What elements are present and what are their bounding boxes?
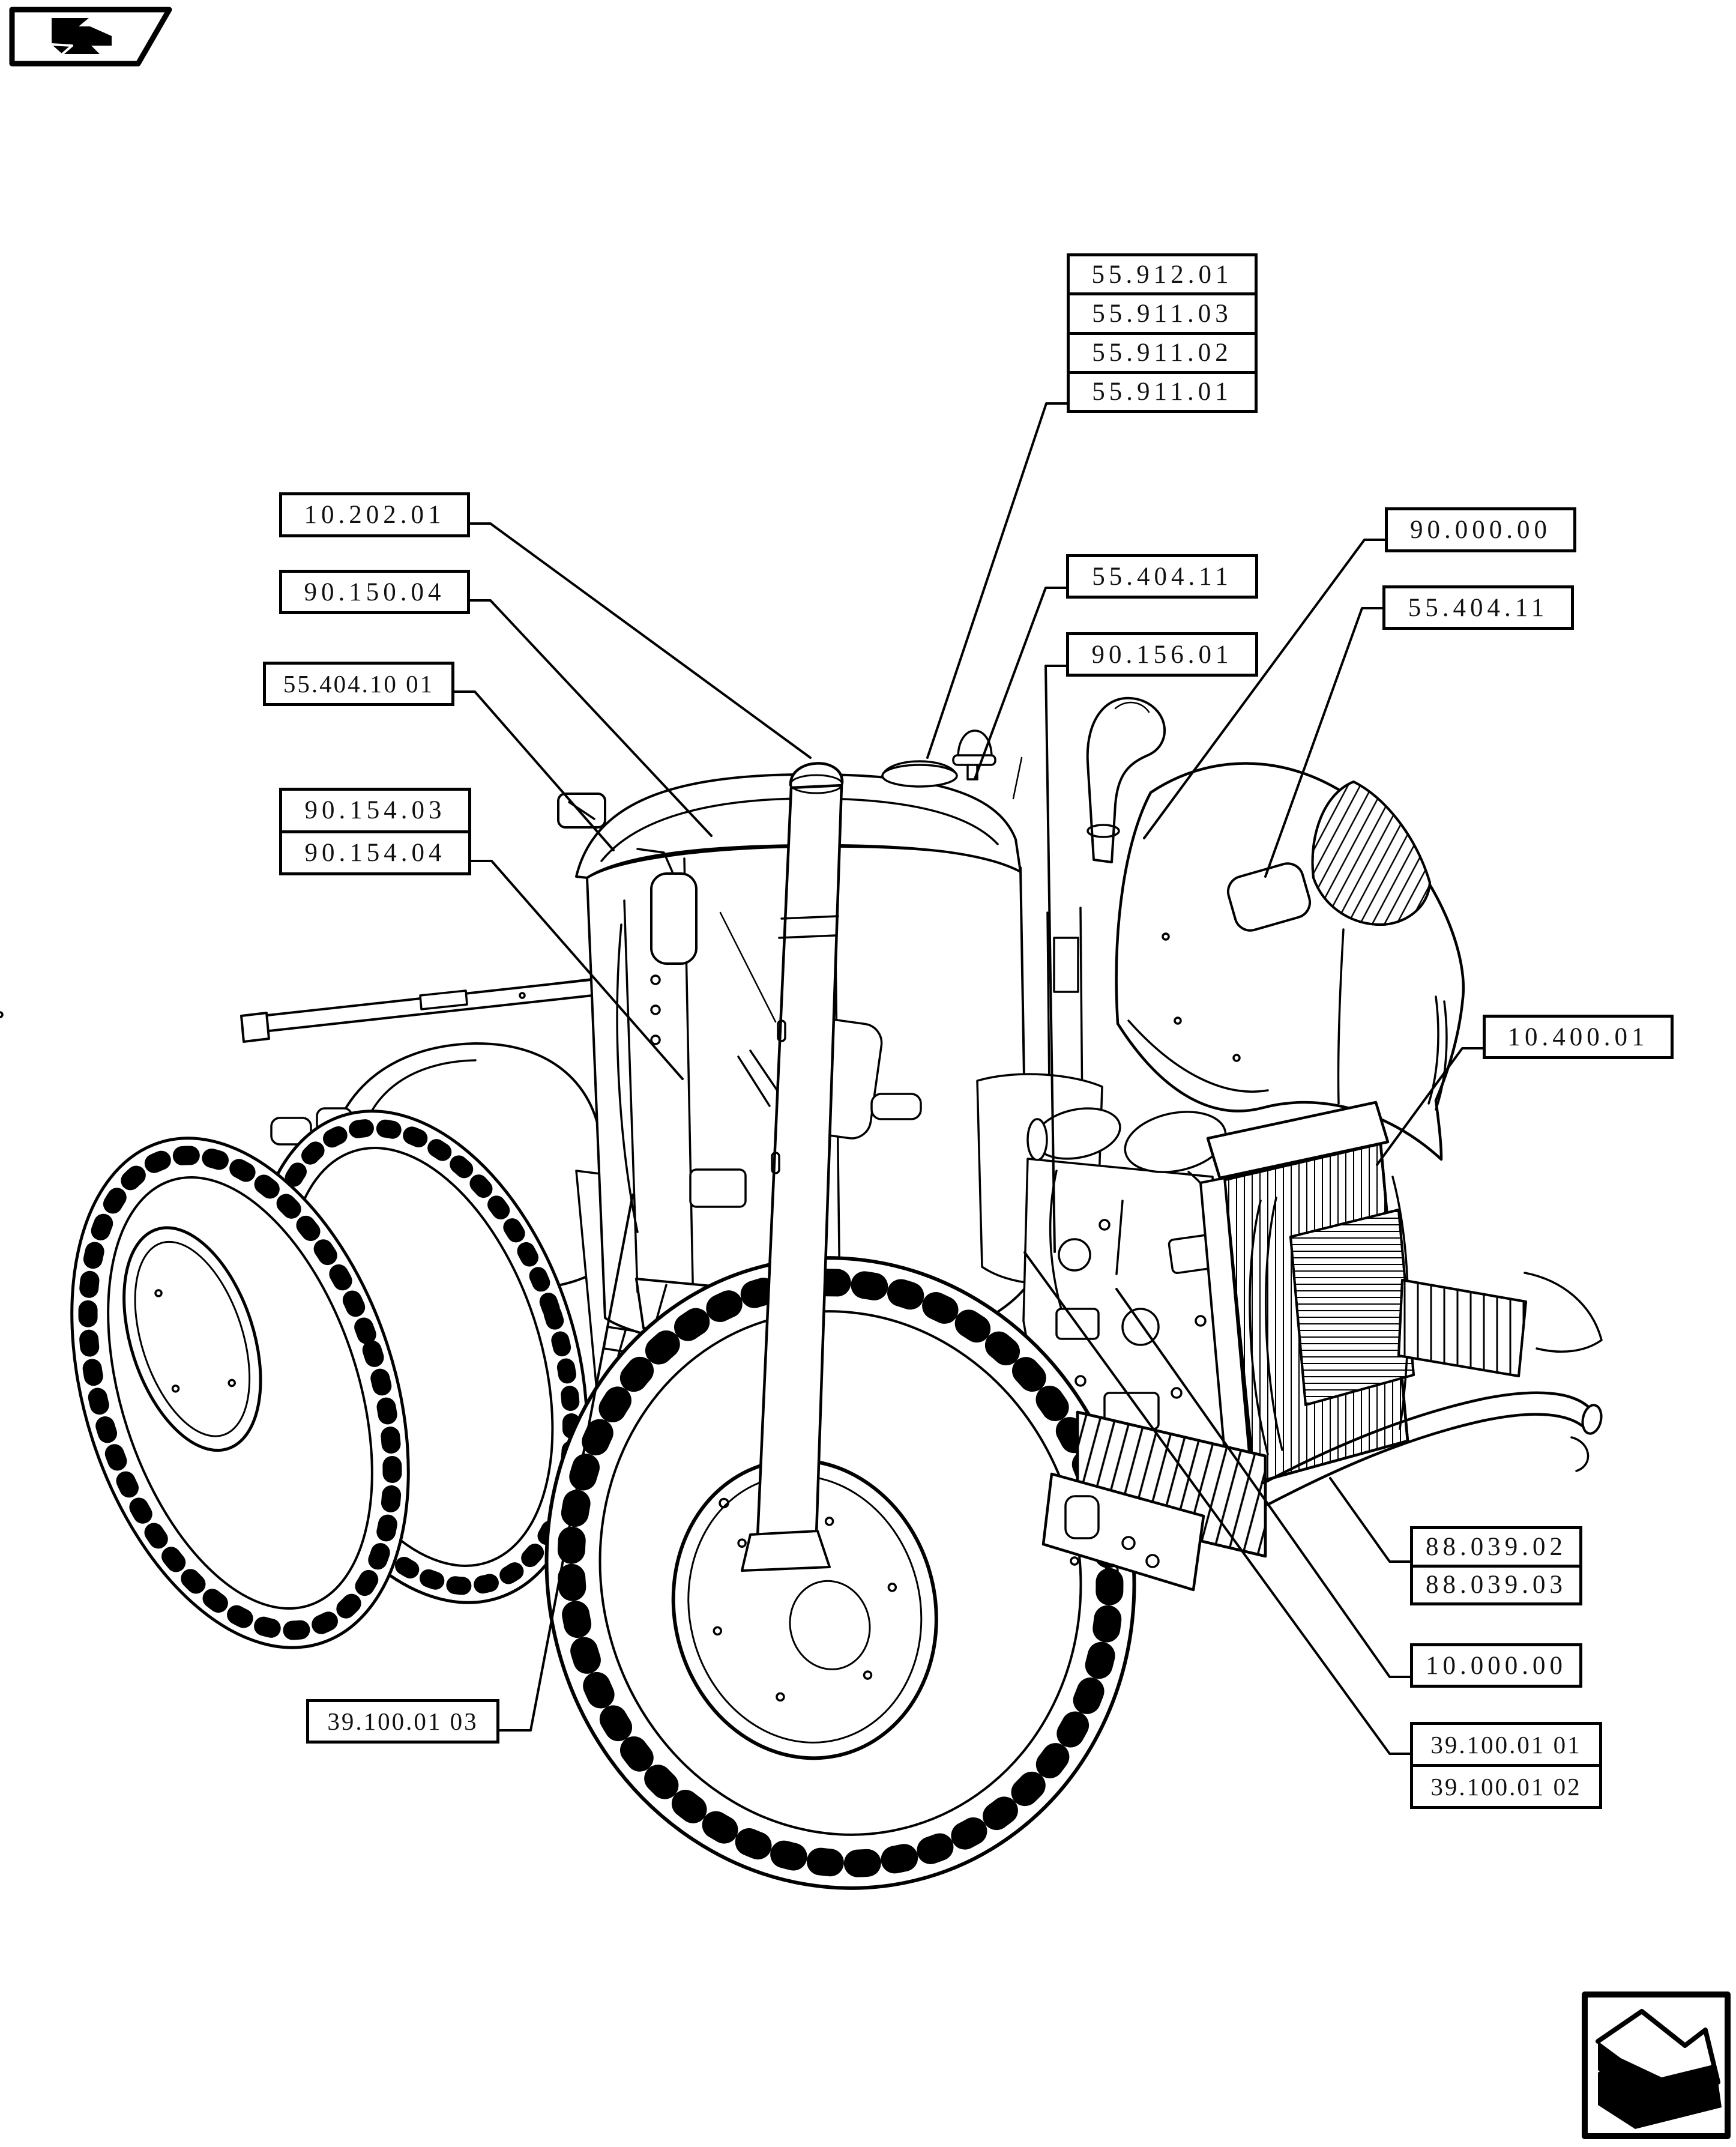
callout-88-039-02[interactable]: 88.039.02 — [1410, 1526, 1582, 1568]
hood-open — [1115, 762, 1465, 1161]
callout-90-000-00[interactable]: 90.000.00 — [1385, 507, 1576, 552]
beacon-light — [952, 729, 996, 781]
callout-55-911-03[interactable]: 55.911.03 — [1067, 295, 1258, 335]
callout-stack-cab: 90.154.03 90.154.04 — [279, 788, 471, 875]
callout-90-156-01[interactable]: 90.156.01 — [1066, 632, 1258, 677]
callout-55-912-01[interactable]: 55.912.01 — [1067, 253, 1258, 296]
callout-stack-frame: 39.100.01 01 39.100.01 02 — [1410, 1722, 1602, 1809]
callout-39-100-01-02[interactable]: 39.100.01 02 — [1410, 1767, 1602, 1809]
back-icon[interactable] — [9, 7, 172, 67]
radiator-package — [1199, 1101, 1415, 1494]
callout-90-154-03[interactable]: 90.154.03 — [279, 788, 471, 833]
exhaust-stack — [741, 762, 844, 1572]
callout-39-100-01-03[interactable]: 39.100.01 03 — [306, 1699, 499, 1744]
air-intake-pipe — [1086, 696, 1166, 863]
leader-lines — [453, 402, 1484, 1755]
callout-39-100-01-01[interactable]: 39.100.01 01 — [1410, 1722, 1602, 1767]
front-left-wheel — [544, 1256, 1136, 1890]
callout-55-404-10-01[interactable]: 55.404.10 01 — [263, 662, 454, 706]
callout-90-150-04[interactable]: 90.150.04 — [279, 570, 470, 614]
rear-outer-dual-wheel — [70, 1137, 410, 1649]
callout-55-404-11-mid[interactable]: 55.404.11 — [1066, 554, 1258, 599]
forward-icon[interactable] — [1582, 1991, 1731, 2139]
callout-10-000-00[interactable]: 10.000.00 — [1410, 1643, 1582, 1688]
callout-55-404-11-right[interactable]: 55.404.11 — [1382, 585, 1574, 630]
callout-90-154-04[interactable]: 90.154.04 — [279, 833, 471, 875]
callout-10-400-01[interactable]: 10.400.01 — [1483, 1015, 1674, 1059]
callout-stack-bumper: 88.039.02 88.039.03 — [1410, 1526, 1582, 1605]
callout-88-039-03[interactable]: 88.039.03 — [1410, 1567, 1582, 1605]
callout-55-911-02[interactable]: 55.911.02 — [1067, 334, 1258, 374]
antenna — [1012, 756, 1023, 800]
callout-10-202-01[interactable]: 10.202.01 — [279, 492, 470, 537]
callout-stack-top: 55.912.01 55.911.03 55.911.02 55.911.01 — [1067, 253, 1258, 413]
gps-dome — [881, 760, 958, 788]
callout-55-911-01[interactable]: 55.911.01 — [1067, 373, 1258, 413]
